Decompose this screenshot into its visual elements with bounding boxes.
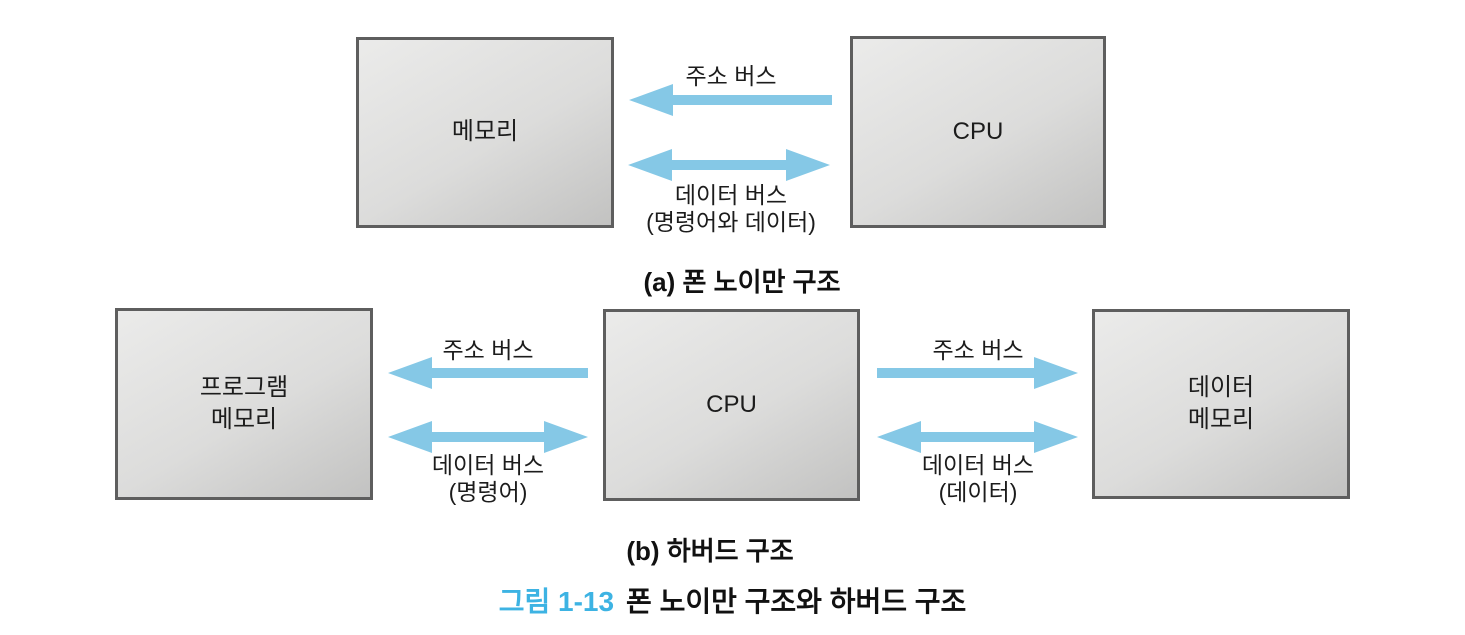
cpu-box-a-label: CPU (952, 117, 1004, 145)
arrow-head-right-icon (1034, 357, 1078, 389)
arrow-head-right-icon (544, 421, 588, 453)
caption-a: (a) 폰 노이만 구조 (643, 267, 841, 297)
figure-title: 폰 노이만 구조와 하버드 구조 (626, 586, 967, 617)
arrow-head-left-icon (628, 149, 672, 181)
address-bus-arrow-b-left (388, 357, 588, 389)
program-memory-box-label: 프로그램 메모리 (199, 373, 289, 433)
arrow-head-left-icon (877, 421, 921, 453)
address-bus-label-b-left: 주소 버스 (442, 337, 534, 363)
arrow-head-left-icon (629, 84, 673, 116)
arrow-shaft (877, 368, 1034, 378)
memory-box: 메모리 (356, 37, 614, 228)
arrow-head-left-icon (388, 357, 432, 389)
data-bus-label-a: 데이터 버스 (명령어와 데이터) (646, 182, 816, 235)
caption-b: (b) 하버드 구조 (626, 536, 794, 566)
arrow-head-left-icon (388, 421, 432, 453)
data-memory-box: 데이터 메모리 (1092, 309, 1350, 499)
arrow-shaft (673, 95, 832, 105)
data-bus-arrow-b-left (388, 421, 588, 453)
memory-box-label: 메모리 (451, 118, 519, 146)
data-memory-box-label: 데이터 메모리 (1187, 373, 1255, 433)
arrow-shaft (921, 432, 1034, 442)
data-bus-label-b-right: 데이터 버스 (데이터) (921, 452, 1035, 505)
arrow-head-right-icon (1034, 421, 1078, 453)
address-bus-label-a: 주소 버스 (685, 63, 777, 89)
program-memory-box: 프로그램 메모리 (115, 308, 373, 500)
data-bus-label-b-left: 데이터 버스 (명령어) (431, 452, 545, 505)
data-bus-arrow-a (628, 149, 830, 181)
arrow-head-right-icon (786, 149, 830, 181)
figure-number-label: 그림 1-13 (498, 586, 615, 617)
arrow-shaft (432, 368, 588, 378)
figure-caption: 그림 1-13 폰 노이만 구조와 하버드 구조 (0, 580, 1465, 620)
arrow-shaft (672, 160, 786, 170)
cpu-box-b-label: CPU (706, 390, 757, 418)
arrow-shaft (432, 432, 544, 442)
cpu-box-b: CPU (603, 309, 860, 501)
address-bus-arrow-b-right (877, 357, 1078, 389)
address-bus-label-b-right: 주소 버스 (932, 337, 1024, 363)
data-bus-arrow-b-right (877, 421, 1078, 453)
address-bus-arrow-a (629, 84, 832, 116)
cpu-box-a: CPU (850, 36, 1106, 228)
